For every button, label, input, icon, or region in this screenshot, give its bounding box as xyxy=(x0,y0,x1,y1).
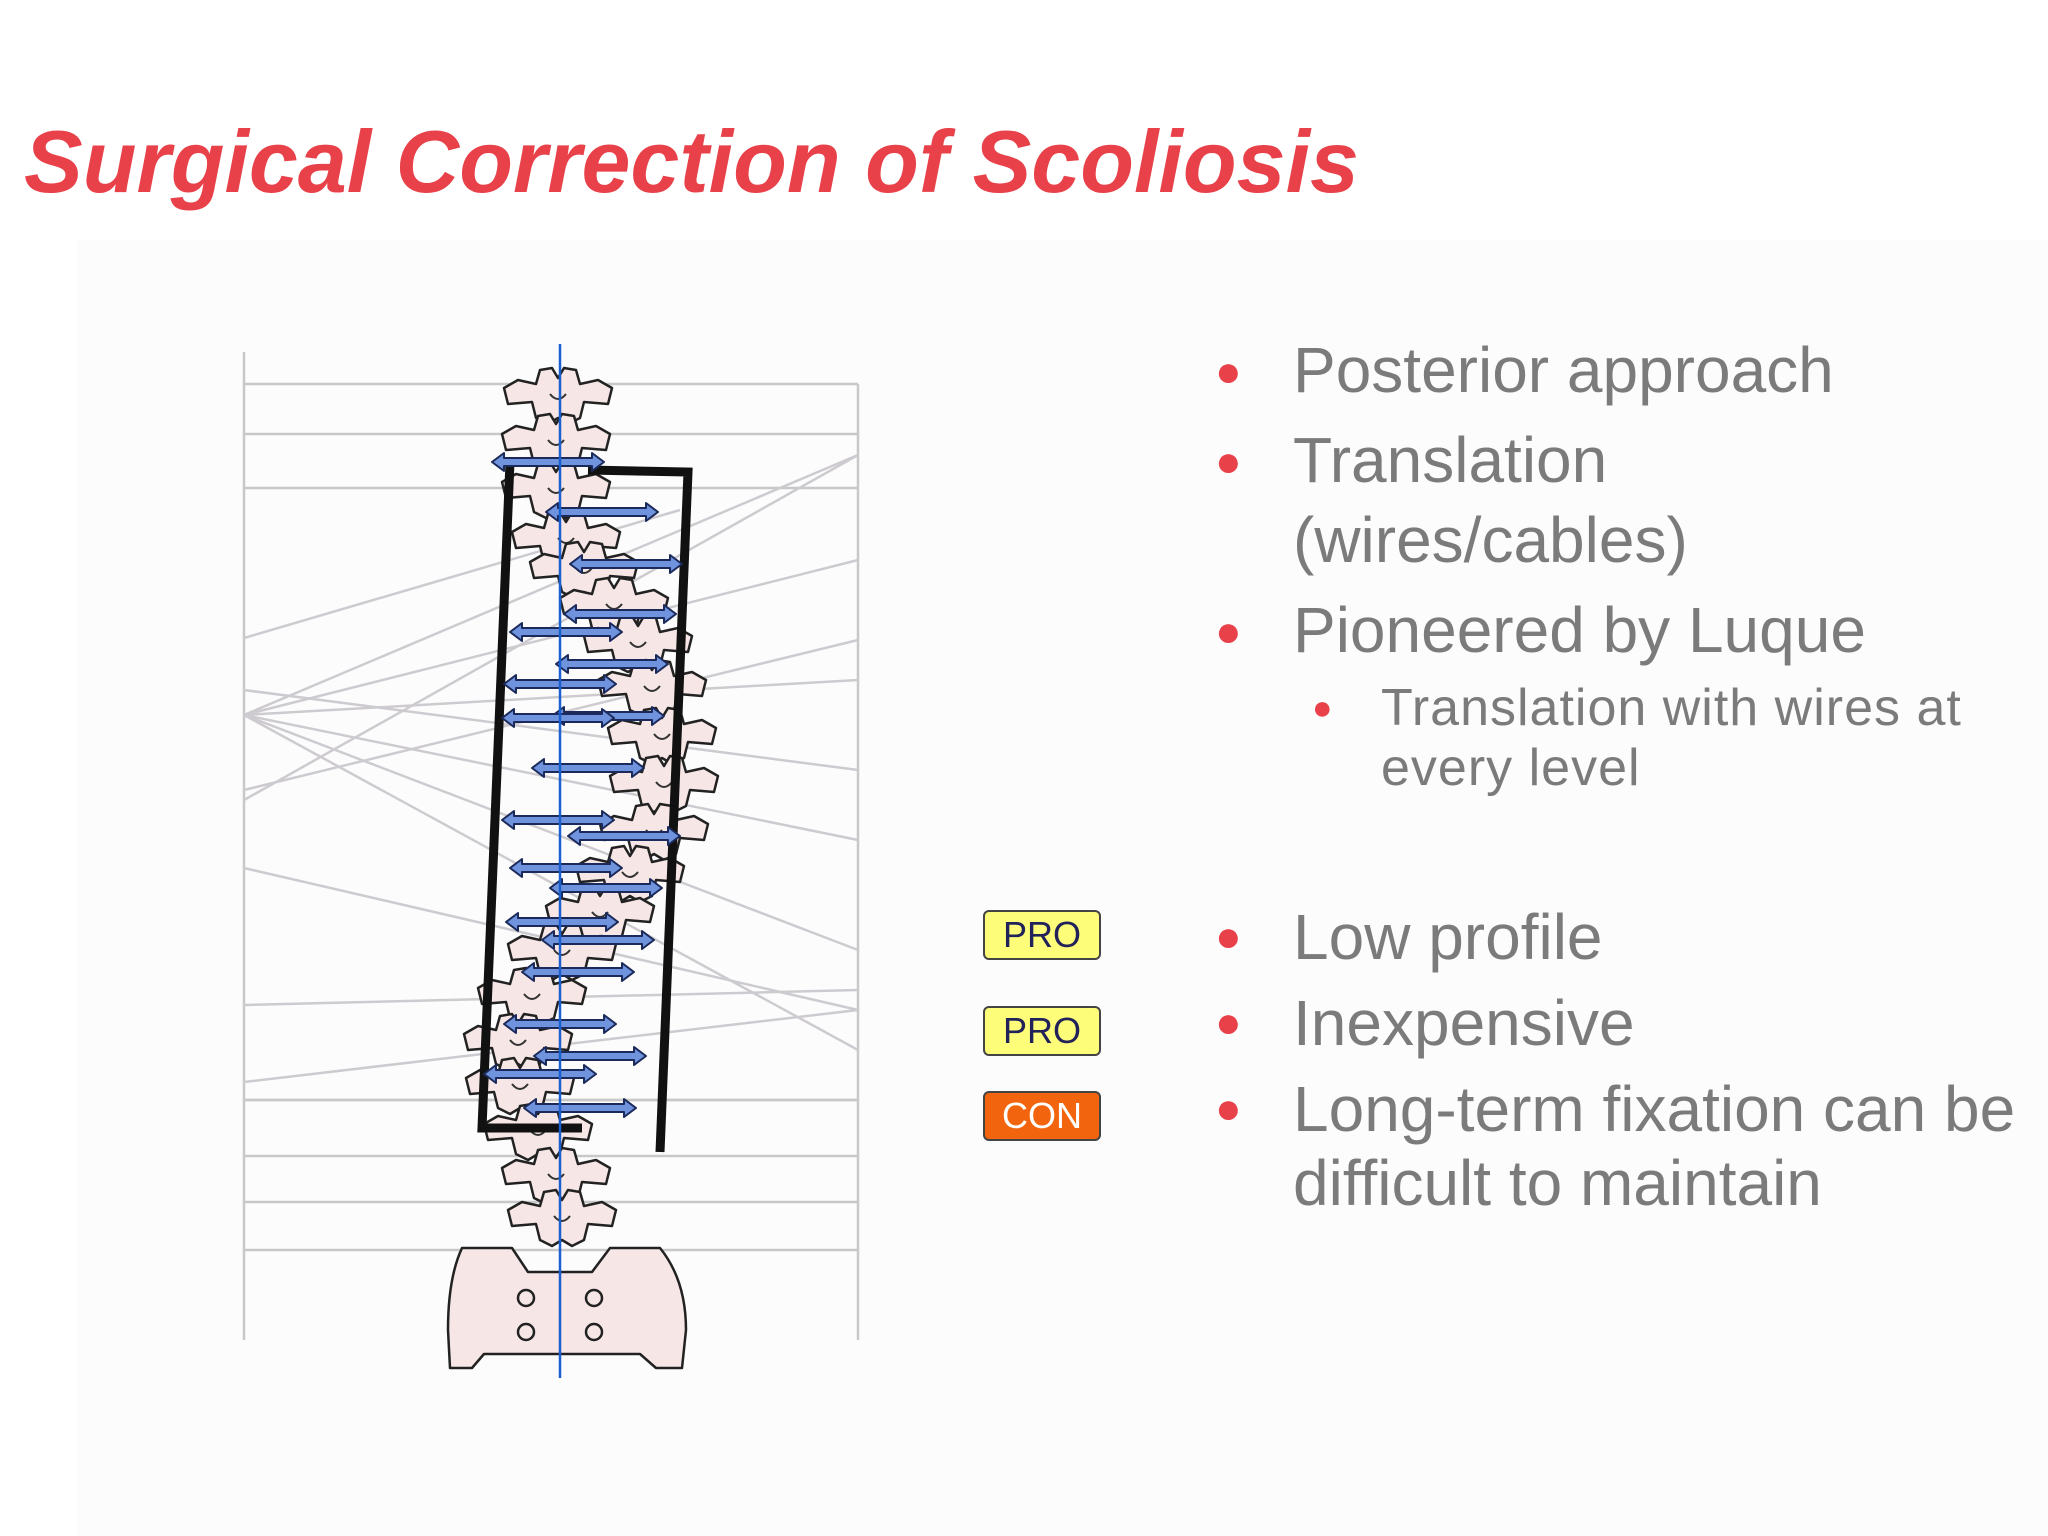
slide-background xyxy=(78,240,2048,1536)
pro-tag: PRO xyxy=(983,910,1101,960)
bullet-dot-icon: ● xyxy=(1215,607,1242,656)
bullet-dot-icon: ● xyxy=(1215,437,1242,486)
sub-bullet-item: ● Translation with wires at every level xyxy=(1291,678,2040,798)
bullet-dot-icon: ● xyxy=(1215,998,1242,1047)
bullet-item: ● Low profile xyxy=(1200,900,2040,974)
vertebra-icon xyxy=(506,1188,618,1248)
bullet-text: Inexpensive xyxy=(1293,987,1635,1059)
pros-cons-bullets: ● Low profile ● Inexpensive ● Long-term fix… xyxy=(1200,900,2040,1232)
bullet-dot-icon: ● xyxy=(1215,1084,1242,1133)
vertebral-column xyxy=(462,366,720,1248)
bullet-dot-icon: ● xyxy=(1215,347,1242,396)
sub-bullet-text: Translation with wires at every level xyxy=(1381,679,1962,797)
sub-bullets: ● Translation with wires at every level xyxy=(1293,678,2040,798)
con-tag: CON xyxy=(983,1091,1101,1141)
bullet-item: ● Posterior approach xyxy=(1200,330,2040,410)
sacrum-icon xyxy=(446,1246,688,1370)
bullet-item: ● Long-term fixation can be difficult to … xyxy=(1200,1072,2033,1220)
bullet-text: Pioneered by Luque xyxy=(1293,594,1866,666)
wire-arrow-icon xyxy=(501,810,615,830)
bullet-dot-icon: ● xyxy=(1312,689,1334,727)
bullet-text: Long-term fixation can be difficult to m… xyxy=(1293,1073,2016,1219)
pro-tag: PRO xyxy=(983,1006,1101,1056)
vertebra-icon xyxy=(502,366,614,426)
bullet-item: ● Pioneered by Luque ● Translation with wi… xyxy=(1200,590,2040,798)
bullet-item: ● Inexpensive xyxy=(1200,986,2040,1060)
bullet-text: Translation (wires/cables) xyxy=(1293,424,1688,576)
approach-bullets: ● Posterior approach ● Translation (wires/… xyxy=(1200,330,2040,808)
bullet-text: Low profile xyxy=(1293,901,1603,973)
slide-title: Surgical Correction of Scoliosis xyxy=(24,112,1359,211)
bullet-item: ● Translation (wires/cables) xyxy=(1200,420,1763,580)
bullet-text: Posterior approach xyxy=(1293,334,1834,406)
bullet-dot-icon: ● xyxy=(1215,912,1242,961)
